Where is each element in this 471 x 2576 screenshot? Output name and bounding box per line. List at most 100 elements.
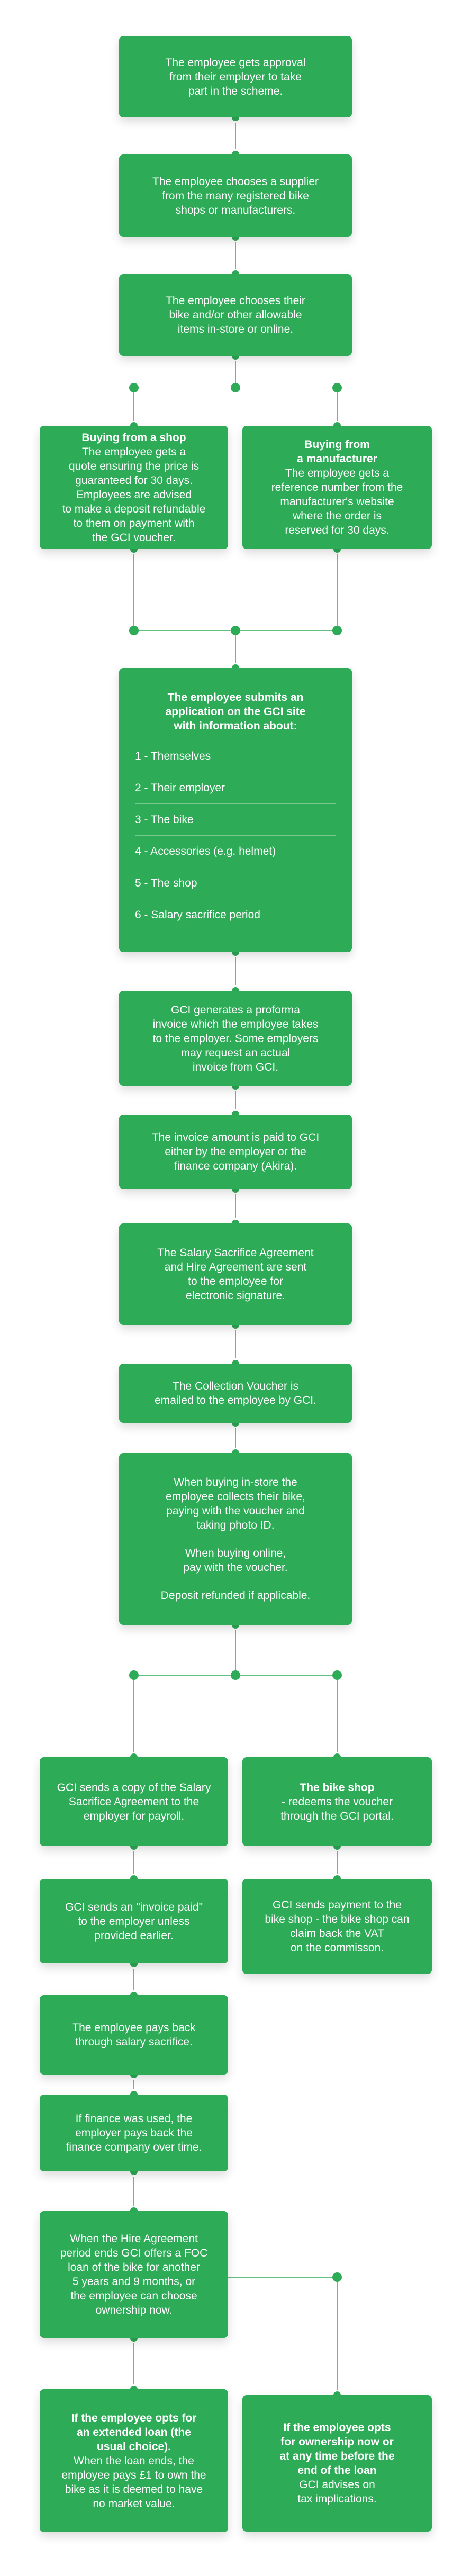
- box-text-line: GCI sends an "invoice paid": [65, 1901, 203, 1913]
- box-text-line: shops or manufacturers.: [175, 204, 296, 216]
- box-text-line: The employee gets a: [81, 445, 186, 458]
- box-text-line: GCI sends payment to the: [273, 1899, 402, 1911]
- box-text-line: invoice which the employee takes: [152, 1018, 319, 1030]
- box-heading-line: The employee submits an: [167, 691, 304, 704]
- box-text-line: The employee gets a: [285, 467, 390, 479]
- box-text-line: either by the employer or the: [165, 1146, 306, 1158]
- step-send-payment: GCI sends payment to the bike shop - the …: [242, 1879, 432, 1974]
- box-text-line: bike shop - the bike shop can: [265, 1913, 410, 1925]
- step-collect-bike: When buying in-store the employee collect…: [119, 1453, 352, 1625]
- box-text-line: where the order is: [292, 510, 382, 522]
- step-pays-back: The employee pays back through salary sac…: [40, 1995, 228, 2075]
- box-text-line: ownership now.: [95, 2304, 173, 2316]
- box-text-line: claim back the VAT: [290, 1928, 384, 1940]
- box-text-line: GCI sends a copy of the Salary: [57, 1781, 211, 1794]
- box-heading-line: If the employee opts for: [71, 2411, 197, 2424]
- box-text-line: Employees are advised: [76, 488, 192, 501]
- box-text-line: When buying in-store the: [174, 1476, 297, 1488]
- box-text-line: The employee chooses a supplier: [152, 175, 319, 188]
- box-text-line: GCI advises on: [299, 2479, 375, 2491]
- box-text-line: no market value.: [93, 2497, 175, 2510]
- box-text-line: the employee can choose: [70, 2290, 197, 2302]
- box-text-line: to the employee for: [188, 1275, 283, 1287]
- box-heading-line: end of the loan: [297, 2464, 377, 2477]
- box-text-line: GCI generates a proforma: [171, 1003, 300, 1016]
- box-text-line: finance company (Akira).: [174, 1160, 297, 1172]
- connector-dot: [129, 1670, 139, 1680]
- box-text-line: If finance was used, the: [75, 2113, 193, 2125]
- box-text-line: manufacturer's website: [280, 496, 394, 508]
- connector-dot: [231, 383, 240, 392]
- box-text-line: guaranteed for 30 days.: [75, 474, 193, 487]
- box-text-line: items in-store or online.: [177, 323, 294, 335]
- box-heading-line: If the employee opts: [283, 2422, 391, 2434]
- box-text-line: tax implications.: [297, 2493, 377, 2505]
- box-text-line: Sacrifice Agreement to the: [68, 1795, 200, 1808]
- box-text-line: reserved for 30 days.: [285, 524, 390, 536]
- step-extended-loan: If the employee opts for an extended loan…: [40, 2389, 228, 2532]
- box-heading: Buying from a shop: [81, 431, 186, 444]
- box-heading-line: at any time before the: [279, 2450, 395, 2462]
- connector-dot: [129, 626, 139, 635]
- step-invoice-paid-note: GCI sends an "invoice paid"to the employ…: [40, 1879, 228, 1963]
- box-heading-line: with information about:: [174, 719, 297, 732]
- box-text-line: When the Hire Agreement: [70, 2233, 198, 2245]
- box-heading-line: an extended loan (the: [77, 2426, 191, 2438]
- box-text-line: The Collection Voucher is: [172, 1380, 299, 1392]
- box-text-line: to them on payment with: [73, 517, 195, 529]
- box-text-line: bike as it is deemed to have: [65, 2483, 203, 2496]
- box-heading-line: for ownership now or: [280, 2436, 394, 2448]
- list-item: 5 - The shop: [135, 867, 336, 899]
- connector-dot: [332, 383, 342, 392]
- connector-dot: [332, 1670, 342, 1680]
- box-text-line: taking photo ID.: [196, 1519, 275, 1531]
- box-text-line: may request an actual: [180, 1046, 291, 1059]
- list-item: 6 - Salary sacrifice period: [135, 908, 260, 921]
- box-text-line: employer for payroll.: [83, 1810, 185, 1822]
- list-item: 1 - Themselves: [135, 741, 336, 772]
- box-text-line: reference number from the: [271, 481, 403, 494]
- box-text-line: employee collects their bike,: [166, 1491, 305, 1503]
- box-text-line: The employee gets approval: [165, 56, 306, 69]
- box-text-line: period ends GCI offers a FOC: [60, 2247, 208, 2259]
- box-heading-line: Buying from: [304, 439, 370, 451]
- box-text-line: The employee pays back: [72, 2022, 196, 2034]
- box-text-line: - redeems the voucher: [281, 1795, 393, 1808]
- box-text-line: When buying online,: [185, 1547, 286, 1559]
- step-ownership: If the employee opts for ownership now or…: [242, 2395, 432, 2532]
- box-text-line: loan of the bike for another: [68, 2261, 200, 2273]
- list-item: 3 - The bike: [135, 804, 336, 836]
- connector-dot: [231, 1670, 240, 1680]
- step-proforma: GCI generates a proforma invoice which th…: [119, 991, 352, 1086]
- box-text-line: provided earlier.: [94, 1929, 174, 1942]
- connector-dot: [332, 626, 342, 635]
- box-text-line: bike and/or other allowable: [169, 309, 302, 321]
- box-text-line: the GCI voucher.: [92, 531, 176, 544]
- box-text-line: to make a deposit refundable: [62, 503, 206, 515]
- box-text-line: finance company over time.: [66, 2141, 202, 2153]
- box-text-line: quote ensuring the price is: [68, 460, 200, 472]
- box-text-line: The employee chooses their: [166, 295, 305, 307]
- box-text-line: pay with the voucher.: [183, 1561, 288, 1574]
- box-text-line: on the commisson.: [290, 1942, 384, 1954]
- box-text-line: part in the scheme.: [188, 85, 283, 97]
- box-text-line: paying with the voucher and: [166, 1505, 305, 1517]
- box-text-line: to the employer. Some employers: [152, 1032, 319, 1045]
- box-text-line: employee pays £1 to own the: [61, 2469, 206, 2481]
- box-heading: The bike shop: [300, 1781, 375, 1794]
- box-text-line: The Salary Sacrifice Agreement: [157, 1247, 314, 1259]
- box-text-line: 5 years and 9 months, or: [72, 2276, 196, 2288]
- list-item: 4 - Accessories (e.g. helmet): [135, 836, 336, 867]
- box-text-line: invoice from GCI.: [192, 1061, 279, 1073]
- box-text-line: through salary sacrifice.: [75, 2036, 193, 2048]
- connector-dot: [332, 2272, 342, 2282]
